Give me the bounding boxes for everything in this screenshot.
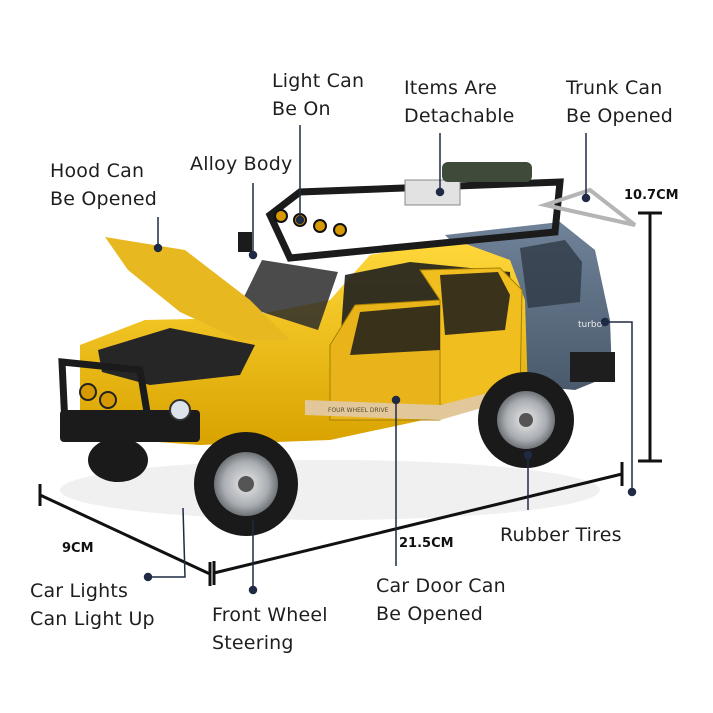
door-window [350, 305, 440, 355]
headlight [169, 399, 191, 421]
label-light-can-be-on: Light Can Be On [272, 67, 364, 123]
dimension-length: 21.5CM [399, 536, 454, 551]
roof-light-4 [333, 223, 347, 237]
roof-box [404, 179, 461, 206]
label-line: Items Are [404, 77, 498, 99]
label-line: Steering [212, 632, 294, 654]
label-line: Be Opened [376, 603, 484, 625]
label-line: Trunk Can [566, 77, 663, 99]
label-car-lights: Car Lights Can Light Up [30, 577, 155, 633]
open-hood [105, 237, 290, 340]
side-mirror [238, 232, 252, 252]
windshield [240, 260, 338, 330]
label-items-detachable: Items Are Detachable [404, 74, 515, 130]
rear-window [520, 240, 582, 308]
fog-light-left [79, 383, 97, 401]
label-line: Be Opened [566, 105, 674, 127]
label-line: Be Opened [50, 188, 158, 210]
label-car-door: Car Door Can Be Opened [376, 572, 506, 628]
fog-light-right [99, 391, 117, 409]
label-line: Be On [272, 98, 331, 120]
rear-bumper [570, 352, 615, 382]
label-line: Front Wheel [212, 604, 328, 626]
roof-light-3 [313, 219, 327, 233]
label-line: Can Light Up [30, 608, 155, 630]
label-front-wheel-steering: Front Wheel Steering [212, 601, 328, 657]
roof-light-1 [274, 209, 288, 223]
open-trunk-ladder [537, 187, 637, 227]
door-window-rear [440, 272, 510, 335]
rear-wheel [478, 372, 574, 468]
label-hood-can-be-opened: Hood Can Be Opened [50, 157, 157, 213]
label-rubber-tires: Rubber Tires [500, 524, 622, 546]
front-left-wheel [88, 438, 148, 482]
front-wheel [194, 432, 298, 536]
front-bumper [60, 410, 200, 442]
side-stripe-text: FOUR WHEEL DRIVE [328, 407, 389, 414]
label-line: Car Door Can [376, 575, 506, 597]
dimension-width: 9CM [62, 541, 94, 556]
label-line: Detachable [404, 105, 515, 127]
height-dimension-line [638, 211, 662, 463]
label-line: Light Can [272, 70, 365, 92]
width-dimension-line [38, 484, 212, 586]
side-stripe [305, 385, 520, 420]
label-line: Car Lights [30, 580, 129, 602]
label-alloy-body: Alloy Body [190, 153, 293, 175]
label-line: Hood Can [50, 160, 145, 182]
dimension-height: 10.7CM [624, 188, 679, 203]
label-trunk-can-be-opened: Trunk Can Be Opened [566, 74, 673, 130]
roof-cargo [442, 162, 532, 182]
length-dimension-line [212, 462, 624, 585]
turbo-badge: turbo [578, 320, 603, 330]
callout-pointers [143, 125, 637, 595]
